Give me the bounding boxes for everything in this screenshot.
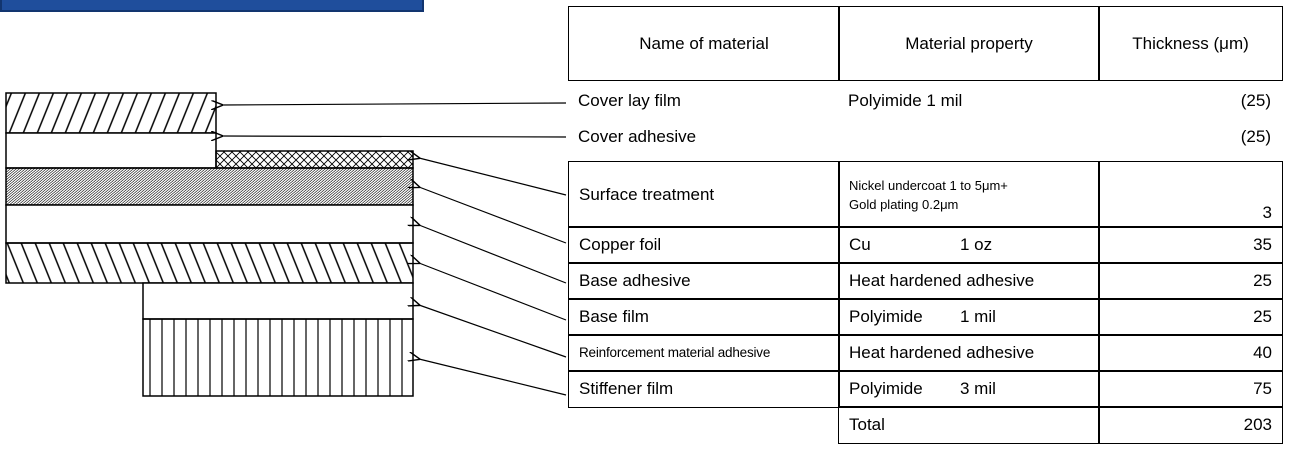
header-thickness: Thickness (μm) (1098, 6, 1283, 81)
header-property: Material property (838, 6, 1100, 81)
header-bar (0, 0, 424, 12)
leader-base-adhesive (419, 225, 567, 284)
row-copper-foil-name: Copper foil (568, 226, 840, 264)
surface-treatment-line1: Nickel undercoat 1 to 5μm+ (849, 177, 1008, 193)
leader-surface-treatment (419, 158, 567, 196)
row-base-film-thickness: 25 (1098, 298, 1283, 336)
leader-copper-foil (419, 187, 567, 244)
cover-adhesive-thickness: (25) (1240, 127, 1271, 146)
layer-reinforcement-adhesive (142, 282, 414, 320)
row-base-film-property: Polyimide 1 mil (838, 298, 1100, 336)
row-base-film-name: Base film (568, 298, 840, 336)
row-copper-foil-property: Cu 1 oz (838, 226, 1100, 264)
row-surface-treatment-property: Nickel undercoat 1 to 5μm+ Gold plating … (838, 161, 1100, 228)
leader-base-film (419, 263, 567, 321)
base-film-material: Polyimide (849, 307, 923, 326)
row-surface-treatment-thickness: 3 (1098, 161, 1283, 228)
row-base-adhesive-thickness: 25 (1098, 262, 1283, 300)
stiffener-film-spec: 3 mil (960, 379, 996, 398)
row-stiffener-film-name: Stiffener film (568, 370, 840, 408)
row-reinforcement-adhesive-thickness: 40 (1098, 334, 1283, 372)
row-reinforcement-adhesive-name: Reinforcement material adhesive (568, 334, 840, 372)
cover-lay-film-name: Cover lay film (578, 91, 681, 110)
row-stiffener-film-thickness: 75 (1098, 370, 1283, 408)
cover-adhesive-name: Cover adhesive (578, 127, 697, 146)
row-reinforcement-adhesive-property: Heat hardened adhesive (838, 334, 1100, 372)
header-name: Name of material (568, 6, 840, 81)
layer-stiffener-film (142, 318, 414, 397)
stiffener-film-material: Polyimide (849, 379, 923, 398)
copper-foil-spec: 1 oz (960, 235, 993, 254)
row-base-adhesive-property: Heat hardened adhesive (838, 262, 1100, 300)
row-stiffener-film-property: Polyimide 3 mil (838, 370, 1100, 408)
leader-reinforcement-adhesive (419, 305, 567, 358)
row-surface-treatment-name: Surface treatment (568, 161, 840, 228)
layer-cover-lay-film (5, 92, 217, 134)
layer-copper-foil (5, 167, 414, 206)
row-total-thickness: 203 (1098, 406, 1283, 444)
row-copper-foil-thickness: 35 (1098, 226, 1283, 264)
leader-stiffener-film (419, 359, 567, 396)
cover-lay-film-thickness: (25) (1240, 91, 1271, 110)
base-film-spec: 1 mil (960, 307, 996, 326)
leader-cover-lay-film (222, 103, 567, 105)
row-base-adhesive-name: Base adhesive (568, 262, 840, 300)
leader-cover-adhesive (222, 136, 567, 137)
cover-lay-film-property: Polyimide 1 mil (848, 91, 963, 110)
surface-treatment-line2: Gold plating 0.2μm (849, 196, 959, 212)
copper-foil-material: Cu (849, 235, 871, 254)
layer-base-film (5, 242, 414, 284)
row-total-label: Total (838, 406, 1100, 444)
